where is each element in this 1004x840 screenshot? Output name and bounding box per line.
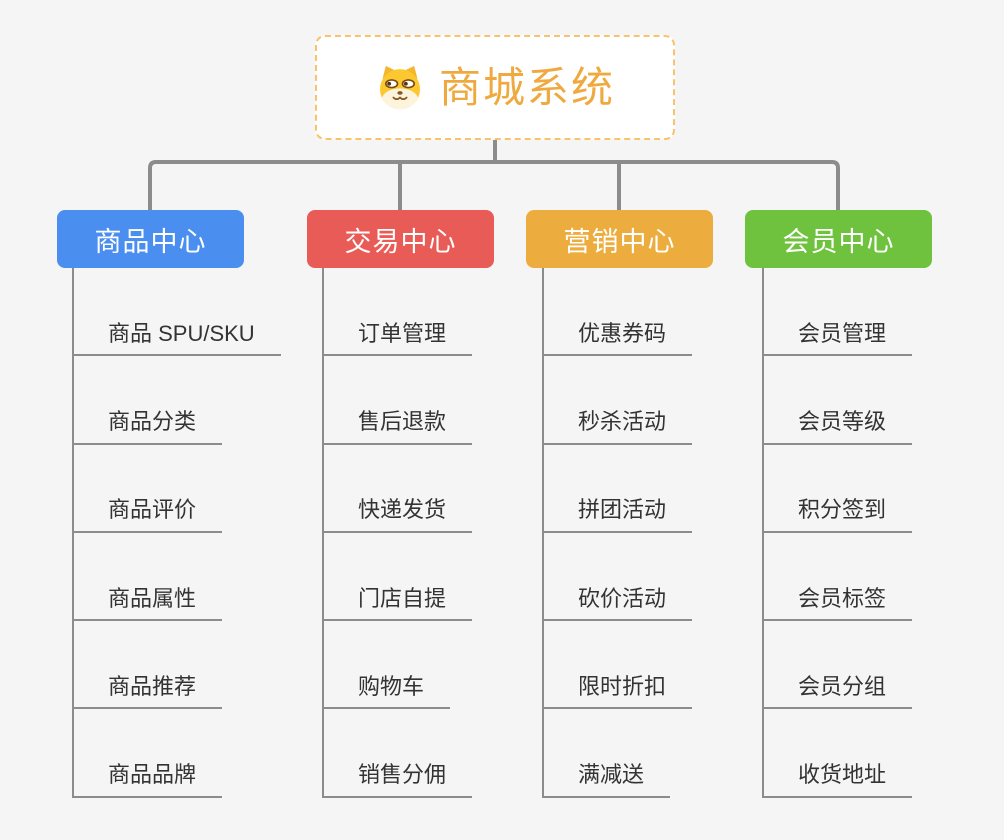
branch-node-trade-center[interactable]: 交易中心: [307, 210, 494, 268]
leaf-node[interactable]: 售后退款: [324, 408, 473, 445]
branch-node-member-center[interactable]: 会员中心: [745, 210, 932, 268]
dog-face-icon: [375, 64, 425, 111]
leaf-column-trade: 订单管理 售后退款 快递发货 门店自提 购物车 销售分佣: [322, 268, 473, 798]
leaf-node[interactable]: 优惠券码: [544, 320, 693, 357]
leaf-node[interactable]: 门店自提: [324, 585, 473, 622]
leaf-node[interactable]: 会员标签: [764, 585, 913, 622]
leaf-node[interactable]: 积分签到: [764, 496, 913, 533]
page-title: 商城系统: [438, 63, 615, 111]
leaf-node[interactable]: 满减送: [544, 761, 671, 798]
leaf-node[interactable]: 会员分组: [764, 673, 913, 710]
leaf-node[interactable]: 限时折扣: [544, 673, 693, 710]
leaf-node[interactable]: 会员管理: [764, 320, 913, 357]
leaf-node[interactable]: 订单管理: [324, 320, 473, 357]
leaf-node[interactable]: 快递发货: [324, 496, 473, 533]
leaf-node[interactable]: 砍价活动: [544, 585, 693, 622]
leaf-node[interactable]: 购物车: [324, 673, 451, 710]
leaf-node[interactable]: 商品分类: [74, 408, 223, 445]
leaf-column-marketing: 优惠券码 秒杀活动 拼团活动 砍价活动 限时折扣 满减送: [542, 268, 693, 798]
branch-rail-line: [148, 160, 840, 210]
leaf-node[interactable]: 拼团活动: [544, 496, 693, 533]
leaf-column-member: 会员管理 会员等级 积分签到 会员标签 会员分组 收货地址: [762, 268, 913, 798]
leaf-node[interactable]: 商品属性: [74, 585, 223, 622]
connector-lines: [148, 140, 840, 210]
leaf-node[interactable]: 商品 SPU/SKU: [74, 320, 281, 357]
leaf-node[interactable]: 销售分佣: [324, 761, 473, 798]
root-node-mall-system[interactable]: 商城系统: [315, 35, 675, 140]
leaf-node[interactable]: 商品推荐: [74, 673, 223, 710]
leaf-node[interactable]: 会员等级: [764, 408, 913, 445]
leaf-column-product: 商品 SPU/SKU 商品分类 商品评价 商品属性 商品推荐 商品品牌: [72, 268, 281, 798]
leaf-node[interactable]: 收货地址: [764, 761, 913, 798]
leaf-node[interactable]: 秒杀活动: [544, 408, 693, 445]
branch-node-marketing-center[interactable]: 营销中心: [526, 210, 713, 268]
leaf-node[interactable]: 商品品牌: [74, 761, 223, 798]
branch-node-product-center[interactable]: 商品中心: [57, 210, 244, 268]
leaf-node[interactable]: 商品评价: [74, 496, 223, 533]
